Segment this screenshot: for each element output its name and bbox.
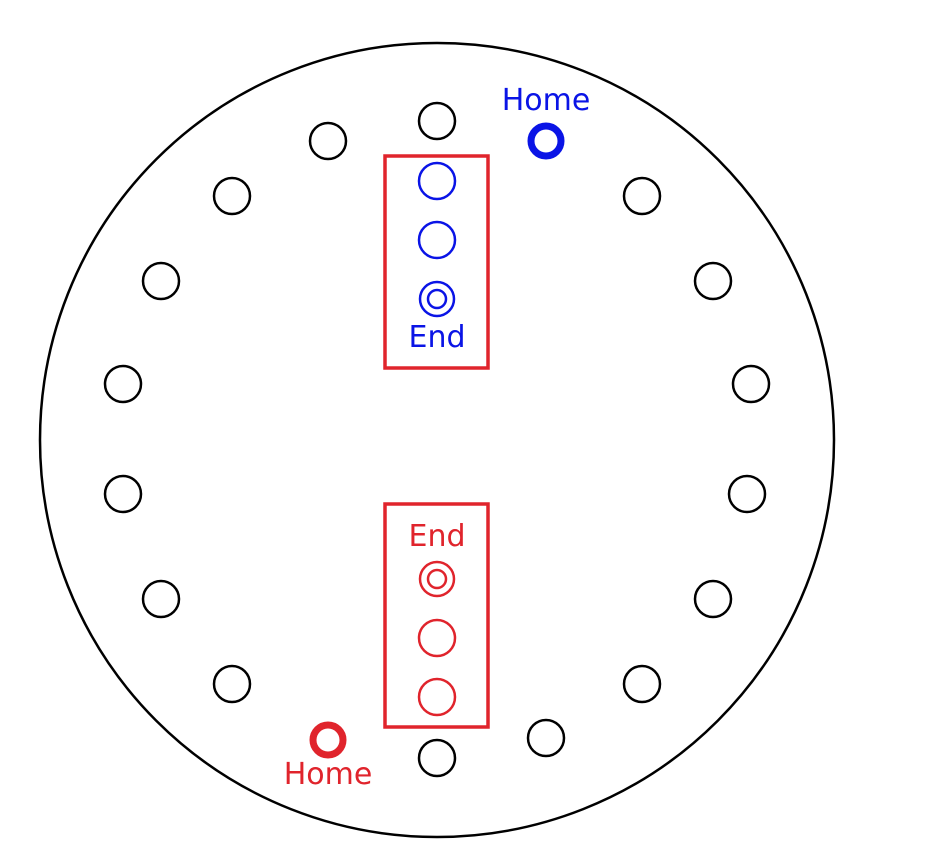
red-home-space[interactable] xyxy=(309,721,347,759)
track-space[interactable] xyxy=(727,474,767,514)
track-space[interactable] xyxy=(212,664,252,704)
track-space[interactable] xyxy=(141,261,181,301)
blue-end-space[interactable] xyxy=(418,280,456,318)
blue-lane-box xyxy=(383,154,490,370)
track-space[interactable] xyxy=(622,664,662,704)
board-outline xyxy=(38,41,836,839)
blue-lane-space[interactable] xyxy=(417,220,457,260)
blue-home-label: Home xyxy=(502,83,591,118)
blue-lane-space[interactable] xyxy=(417,161,457,201)
red-lane-space[interactable] xyxy=(417,618,457,658)
blue-end-label: End xyxy=(408,320,465,355)
track-space[interactable] xyxy=(103,364,143,404)
track-space[interactable] xyxy=(693,261,733,301)
track-space[interactable] xyxy=(417,101,457,141)
red-lane-box xyxy=(383,502,490,729)
track-space[interactable] xyxy=(693,579,733,619)
track-space[interactable] xyxy=(731,364,771,404)
blue-end-lane: End xyxy=(383,154,490,370)
red-end-space[interactable] xyxy=(418,560,456,598)
track-space[interactable] xyxy=(103,474,143,514)
red-home-label: Home xyxy=(284,757,373,792)
red-lane-space[interactable] xyxy=(417,677,457,717)
blue-end-inner-ring xyxy=(426,288,448,310)
track-space[interactable] xyxy=(308,121,348,161)
track-space[interactable] xyxy=(141,579,181,619)
track-space[interactable] xyxy=(622,176,662,216)
track-spaces xyxy=(103,101,771,778)
red-end-label: End xyxy=(408,519,465,554)
red-end-lane: End xyxy=(383,502,490,729)
red-end-inner-ring xyxy=(426,568,448,590)
track-space[interactable] xyxy=(417,738,457,778)
track-space[interactable] xyxy=(526,718,566,758)
blue-home-space[interactable] xyxy=(527,122,565,160)
track-space[interactable] xyxy=(212,176,252,216)
